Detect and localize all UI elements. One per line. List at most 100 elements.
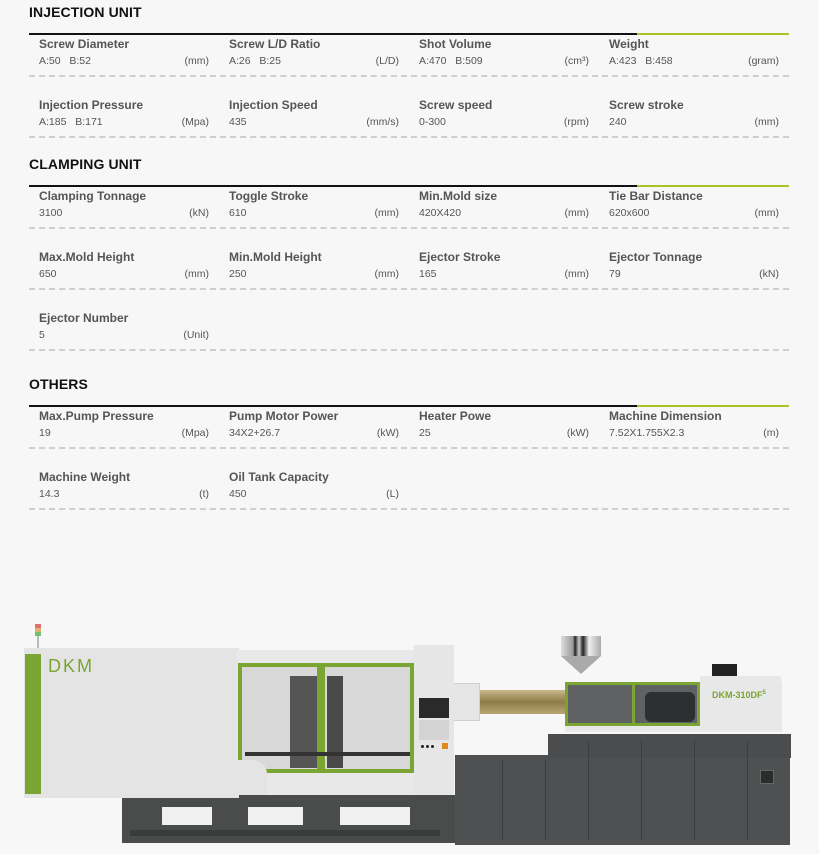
spec-unit: (gram) [748,55,779,67]
spec-value: 450 [229,488,247,500]
spec-value: 610 [229,207,247,219]
control-panel-button [431,745,434,748]
spec-injection-speed: Injection Speed 435 (mm/s) [219,98,399,134]
spec-value: 34X2+26.7 [229,427,281,439]
signal-tower-pole [37,636,39,648]
spec-label: Toggle Stroke [229,189,309,203]
machine-illustration: DKM-310DF5 DKM [0,610,819,854]
cabinet-door-line [694,740,695,840]
spec-min-mold-size: Min.Mold size 420X420 (mm) [409,189,589,225]
spec-label: Tie Bar Distance [609,189,703,203]
spec-unit: (mm) [564,268,590,280]
spec-unit: (Mpa) [181,116,209,128]
spec-ejector-number: Ejector Number 5 (Unit) [29,311,209,347]
spec-row: Ejector Number 5 (Unit) [29,311,789,351]
spec-label: Max.Mold Height [39,250,135,264]
spec-value: 0-300 [419,116,446,128]
spec-value: A:423 B:458 [609,55,673,67]
spec-value: 435 [229,116,247,128]
spec-unit: (kW) [566,427,589,439]
spec-unit: (kW) [376,427,399,439]
base-frame-opening [340,807,410,825]
spec-machine-dimension: Machine Dimension 7.52X1.755X2.3 (m) [599,409,779,445]
spec-max-pump-pressure: Max.Pump Pressure 19 (Mpa) [29,409,209,445]
spec-label: Min.Mold Height [229,250,322,264]
spec-unit: (Unit) [183,329,209,341]
spec-value: 7.52X1.755X2.3 [609,427,685,439]
spec-oil-tank-capacity: Oil Tank Capacity 450 (L) [219,470,399,506]
spec-unit: (L/D) [375,55,399,67]
spec-min-mold-height: Min.Mold Height 250 (mm) [219,250,399,286]
cabinet-door-line [641,740,642,840]
spec-label: Clamping Tonnage [39,189,147,203]
spec-value: 14.3 [39,488,60,500]
spec-label: Ejector Tonnage [609,250,703,264]
spec-label: Oil Tank Capacity [229,470,329,484]
spec-value: 165 [419,268,437,280]
spec-label: Injection Pressure [39,98,144,112]
cabinet-step [548,734,791,758]
spec-label: Min.Mold size [419,189,497,203]
gate-post [317,667,325,771]
spec-value: 650 [39,268,57,280]
model-label: DKM-310DF5 [712,690,766,700]
section-divider [29,185,789,187]
section-divider [29,33,789,35]
spec-weight: Weight A:423 B:458 (gram) [599,37,779,73]
spec-ejector-tonnage: Ejector Tonnage 79 (kN) [599,250,779,286]
spec-value: 19 [39,427,51,439]
clamping-cover-left [24,648,239,798]
spec-unit: (m) [763,427,779,439]
clamping-green-strip [25,654,41,794]
control-panel-screen [419,698,449,718]
control-panel-button [421,745,424,748]
signal-light-green [35,632,41,636]
spec-label: Machine Dimension [609,409,722,423]
spec-unit: (mm) [184,268,210,280]
spec-tie-bar-distance: Tie Bar Distance 620x600 (mm) [599,189,779,225]
spec-label: Pump Motor Power [229,409,339,423]
emergency-stop [442,743,448,749]
spec-unit: (mm) [754,116,780,128]
dashed-divider [29,75,789,77]
tie-bar [245,752,410,756]
spec-value: 240 [609,116,627,128]
spec-label: Screw L/D Ratio [229,37,321,51]
spec-pump-motor-power: Pump Motor Power 34X2+26.7 (kW) [219,409,399,445]
spec-label: Ejector Number [39,311,129,325]
gate-curve-cover [237,760,267,795]
signal-light-amber [35,628,41,632]
dashed-divider [29,136,789,138]
dashed-divider [29,349,789,351]
base-frame-opening [248,807,303,825]
spec-unit: (cm³) [564,55,590,67]
spec-row: Injection Pressure A:185 B:171 (Mpa) Inj… [29,98,789,138]
spec-value: 620x600 [609,207,650,219]
injection-cover [700,676,781,732]
section-title: CLAMPING UNIT [29,156,142,172]
spec-unit: (mm) [184,55,210,67]
spec-unit: (mm) [754,207,780,219]
spec-shot-volume: Shot Volume A:470 B:509 (cm³) [409,37,589,73]
dkm-logo: DKM [48,656,94,676]
safety-gate-frame [238,663,414,773]
hopper-cone [561,656,601,674]
cabinet-door-line [588,740,589,840]
spec-unit: (L) [386,488,399,500]
spec-label: Max.Pump Pressure [39,409,154,423]
spec-label: Heater Powe [419,409,492,423]
spec-value: 5 [39,329,45,341]
dashed-divider [29,227,789,229]
spec-ejector-stroke: Ejector Stroke 165 (mm) [409,250,589,286]
control-panel-keypad [419,720,449,740]
spec-label: Injection Speed [229,98,318,112]
section-title: INJECTION UNIT [29,4,142,20]
dashed-divider [29,288,789,290]
spec-label: Screw stroke [609,98,684,112]
spec-label: Weight [609,37,649,51]
cabinet-door-line [502,760,503,840]
dashed-divider [29,508,789,510]
spec-unit: (mm) [374,207,400,219]
spec-label: Screw Diameter [39,37,130,51]
spec-row: Machine Weight 14.3 (t) Oil Tank Capacit… [29,470,789,510]
